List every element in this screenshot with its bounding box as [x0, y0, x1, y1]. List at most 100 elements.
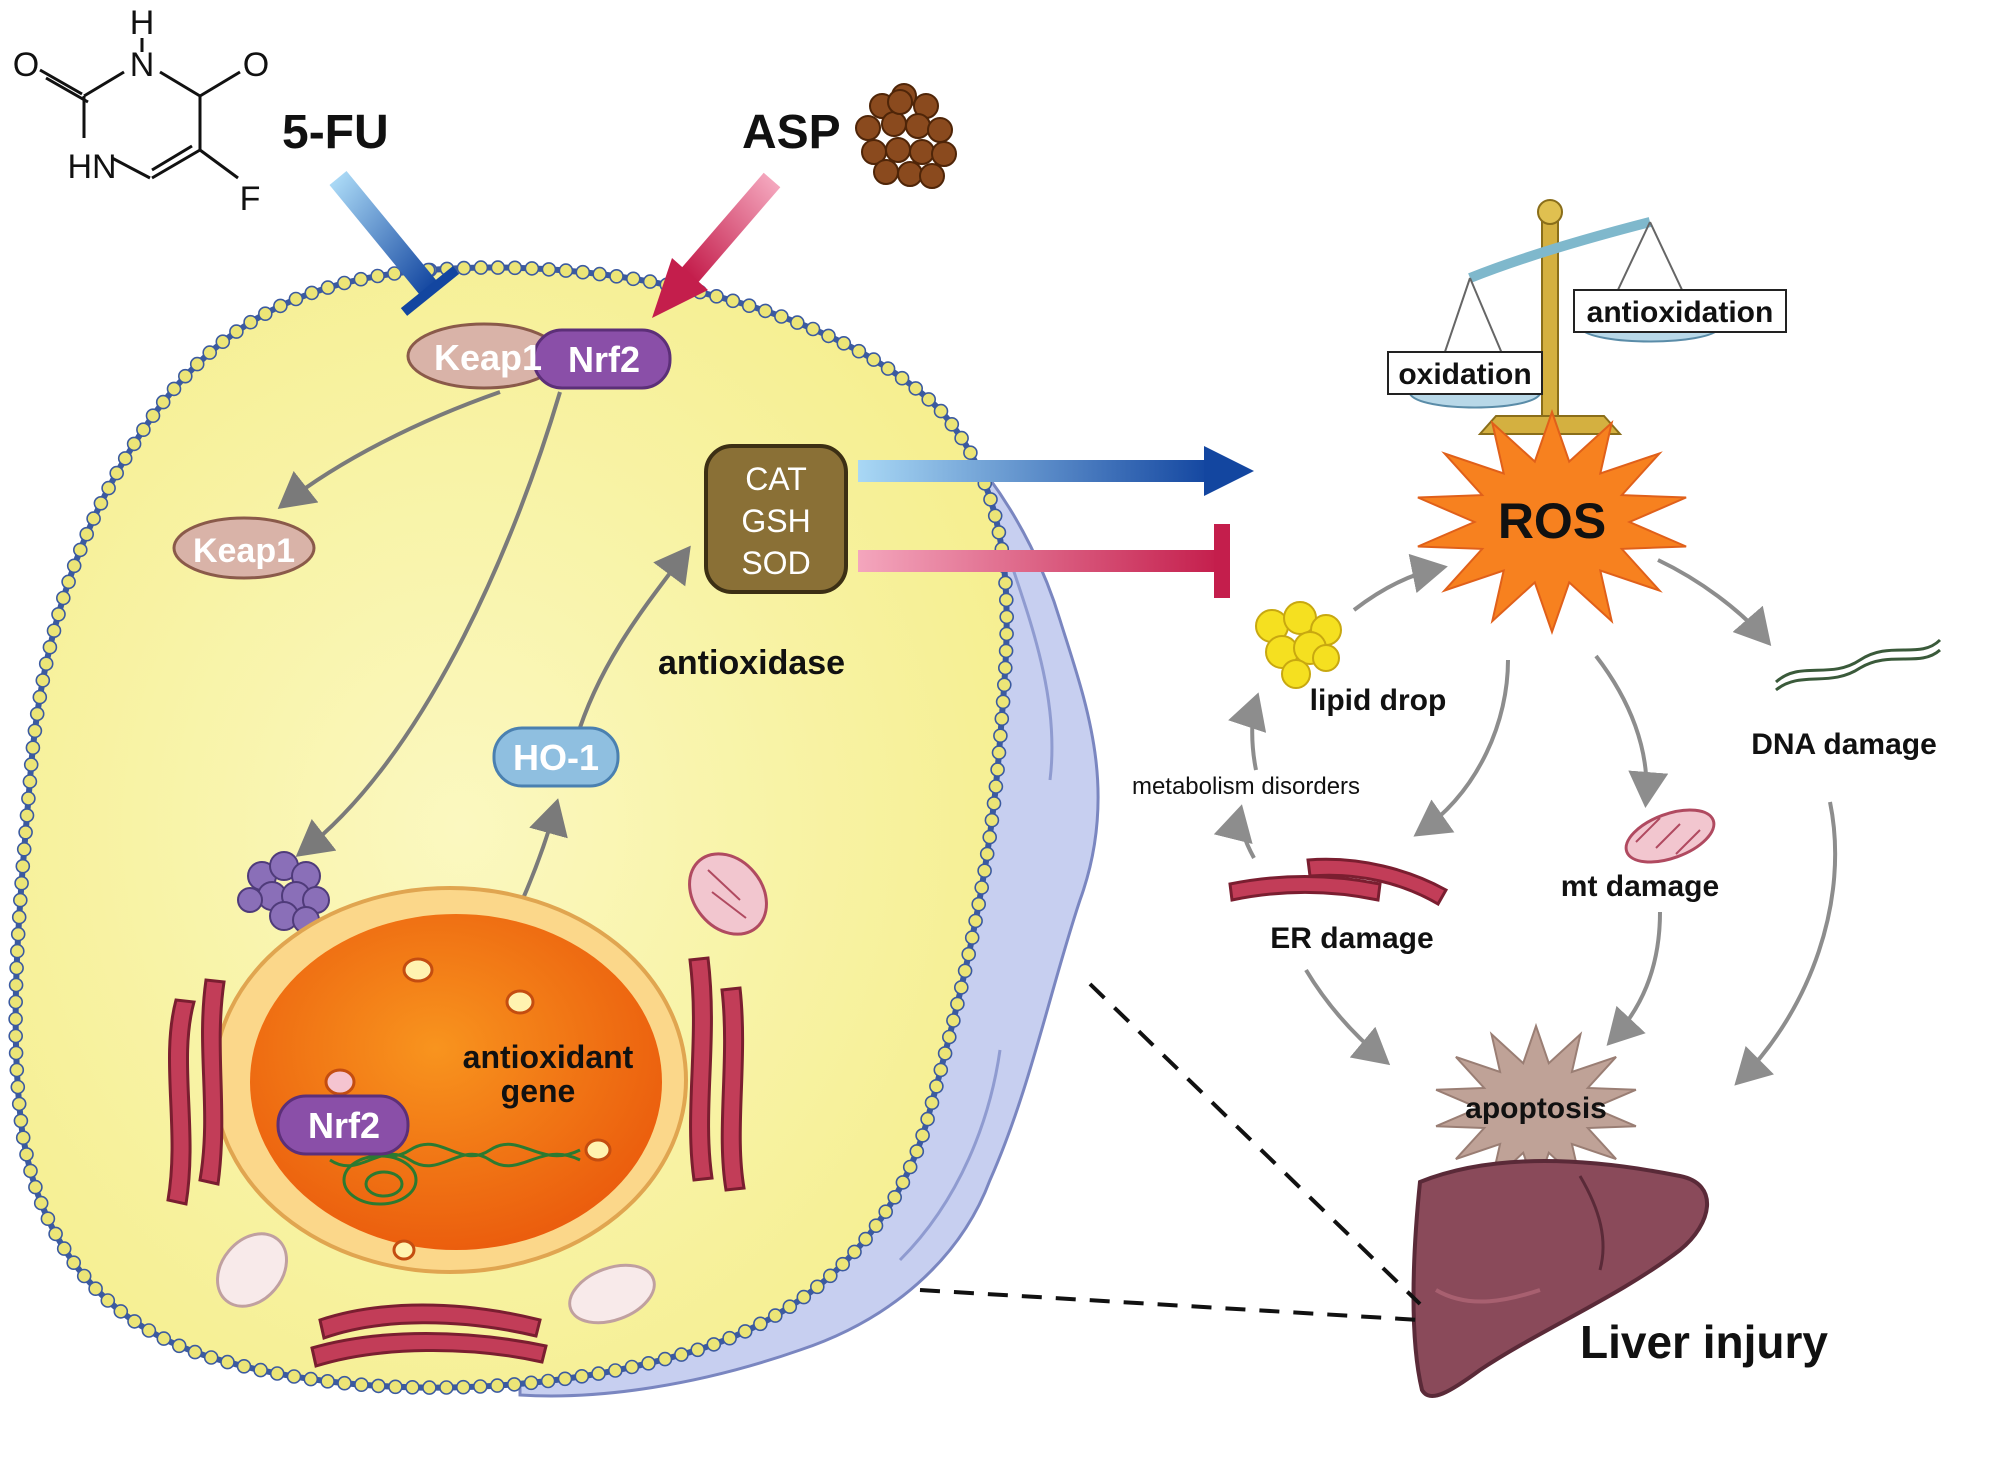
membrane-bead [156, 1331, 172, 1346]
membrane-bead [954, 430, 969, 446]
membrane-bead [868, 1218, 884, 1233]
membrane-bead [22, 774, 38, 789]
membrane-bead [895, 1175, 911, 1190]
asp-bead [873, 159, 899, 185]
enzyme-sod: SOD [741, 545, 810, 581]
membrane-bead [774, 309, 789, 324]
asp-label: ASP [742, 106, 841, 159]
liver-injury-label: Liver injury [1580, 1316, 1828, 1368]
ros-burst [1417, 408, 1687, 636]
membrane-bead [126, 436, 142, 452]
membrane-bead [523, 1375, 539, 1391]
membrane-bead [998, 592, 1014, 608]
membrane-bead [117, 451, 133, 466]
membrane-bead [320, 1374, 335, 1389]
membrane-bead [767, 1308, 783, 1323]
membrane-bead [79, 526, 94, 542]
membrane-bead [741, 298, 757, 314]
membrane-bead [835, 1256, 851, 1272]
membrane-bead [38, 656, 54, 672]
keap1-free: Keap1 [172, 516, 316, 580]
atom-hn: HN [67, 148, 116, 186]
ho1-protein: HO-1 [492, 726, 620, 788]
membrane-bead [920, 1111, 935, 1127]
membrane-bead [950, 996, 965, 1012]
fu-inhibit-arrow [329, 171, 460, 316]
membrane-bead [575, 264, 591, 280]
membrane-bead [909, 1144, 925, 1159]
membrane-bead [141, 1323, 157, 1338]
membrane-bead [203, 1350, 219, 1365]
asp-bead [885, 137, 911, 163]
membrane-bead [145, 408, 161, 424]
membrane-bead [23, 1163, 38, 1179]
membrane-bead [88, 1281, 103, 1296]
enzyme-gsh: GSH [741, 503, 810, 539]
membrane-bead [13, 1113, 29, 1129]
membrane-bead [178, 368, 193, 384]
membrane-bead [961, 946, 977, 962]
nrf2-nucleus-label: Nrf2 [308, 1105, 380, 1146]
membrane-bead [609, 268, 624, 284]
endoplasmic-reticulum-left [166, 978, 226, 1206]
membrane-bead [805, 321, 821, 337]
membrane-bead [354, 1377, 369, 1392]
membrane-bead [55, 590, 71, 606]
membrane-bead [690, 1342, 706, 1358]
membrane-bead [19, 1147, 34, 1162]
ho1-label: HO-1 [513, 737, 599, 778]
membrane-bead [709, 288, 724, 304]
membrane-bead [725, 293, 741, 309]
membrane-bead [23, 757, 39, 772]
membrane-bead [93, 495, 109, 511]
dashed-connectors [919, 982, 1422, 1322]
membrane-bead [15, 858, 31, 874]
membrane-bead [782, 1299, 798, 1314]
membrane-bead [215, 334, 231, 350]
membrane-bead [887, 1190, 903, 1205]
atom-o-left: O [13, 46, 39, 84]
membrane-bead [984, 812, 1000, 828]
membrane-bead [11, 909, 27, 925]
membrane-bead [236, 1359, 252, 1374]
membrane-bead [473, 260, 489, 275]
asp-bead [855, 115, 881, 141]
membrane-bead [878, 1204, 894, 1219]
lipid-drop-icon [1255, 601, 1342, 689]
asp-bead [927, 117, 953, 143]
membrane-bead [953, 980, 969, 995]
membrane-bead [986, 796, 1002, 811]
membrane-bead [999, 626, 1014, 642]
antioxidant-gene-line1: antioxidant [463, 1039, 634, 1075]
dna-damage-label: DNA damage [1751, 728, 1937, 761]
membrane-bead [48, 1226, 63, 1242]
membrane-bead [18, 824, 33, 840]
membrane-bead [455, 1379, 471, 1395]
membrane-bead [822, 1268, 838, 1284]
membrane-bead [964, 930, 980, 945]
enzymes-inhibit-ros [858, 524, 1230, 598]
asp-bead [897, 161, 923, 187]
membrane-bead [15, 1130, 31, 1145]
membrane-bead [789, 315, 805, 330]
membrane-bead [76, 1268, 92, 1284]
membrane-bead [999, 609, 1015, 625]
membrane-bead [33, 1195, 49, 1211]
membrane-bead [257, 306, 273, 322]
membrane-bead [607, 1363, 623, 1378]
membrane-bead [73, 542, 88, 558]
membrane-bead [456, 260, 472, 276]
antioxidant-gene-line2: gene [501, 1073, 576, 1109]
membrane-bead [933, 1062, 949, 1078]
membrane-bead [506, 1377, 522, 1392]
asp-bead [887, 89, 913, 115]
nucleus [212, 886, 688, 1274]
asp-activate-arrow [652, 172, 781, 318]
membrane-bead [722, 1330, 737, 1346]
nrf2-nucleus: Nrf2 [276, 1094, 410, 1156]
membrane-bead [388, 1379, 403, 1395]
membrane-bead [757, 303, 773, 319]
membrane-bead [27, 723, 43, 739]
antioxidant-enzymes-box: CAT GSH SOD [704, 444, 848, 594]
nrf2-bound-label: Nrf2 [568, 339, 640, 380]
